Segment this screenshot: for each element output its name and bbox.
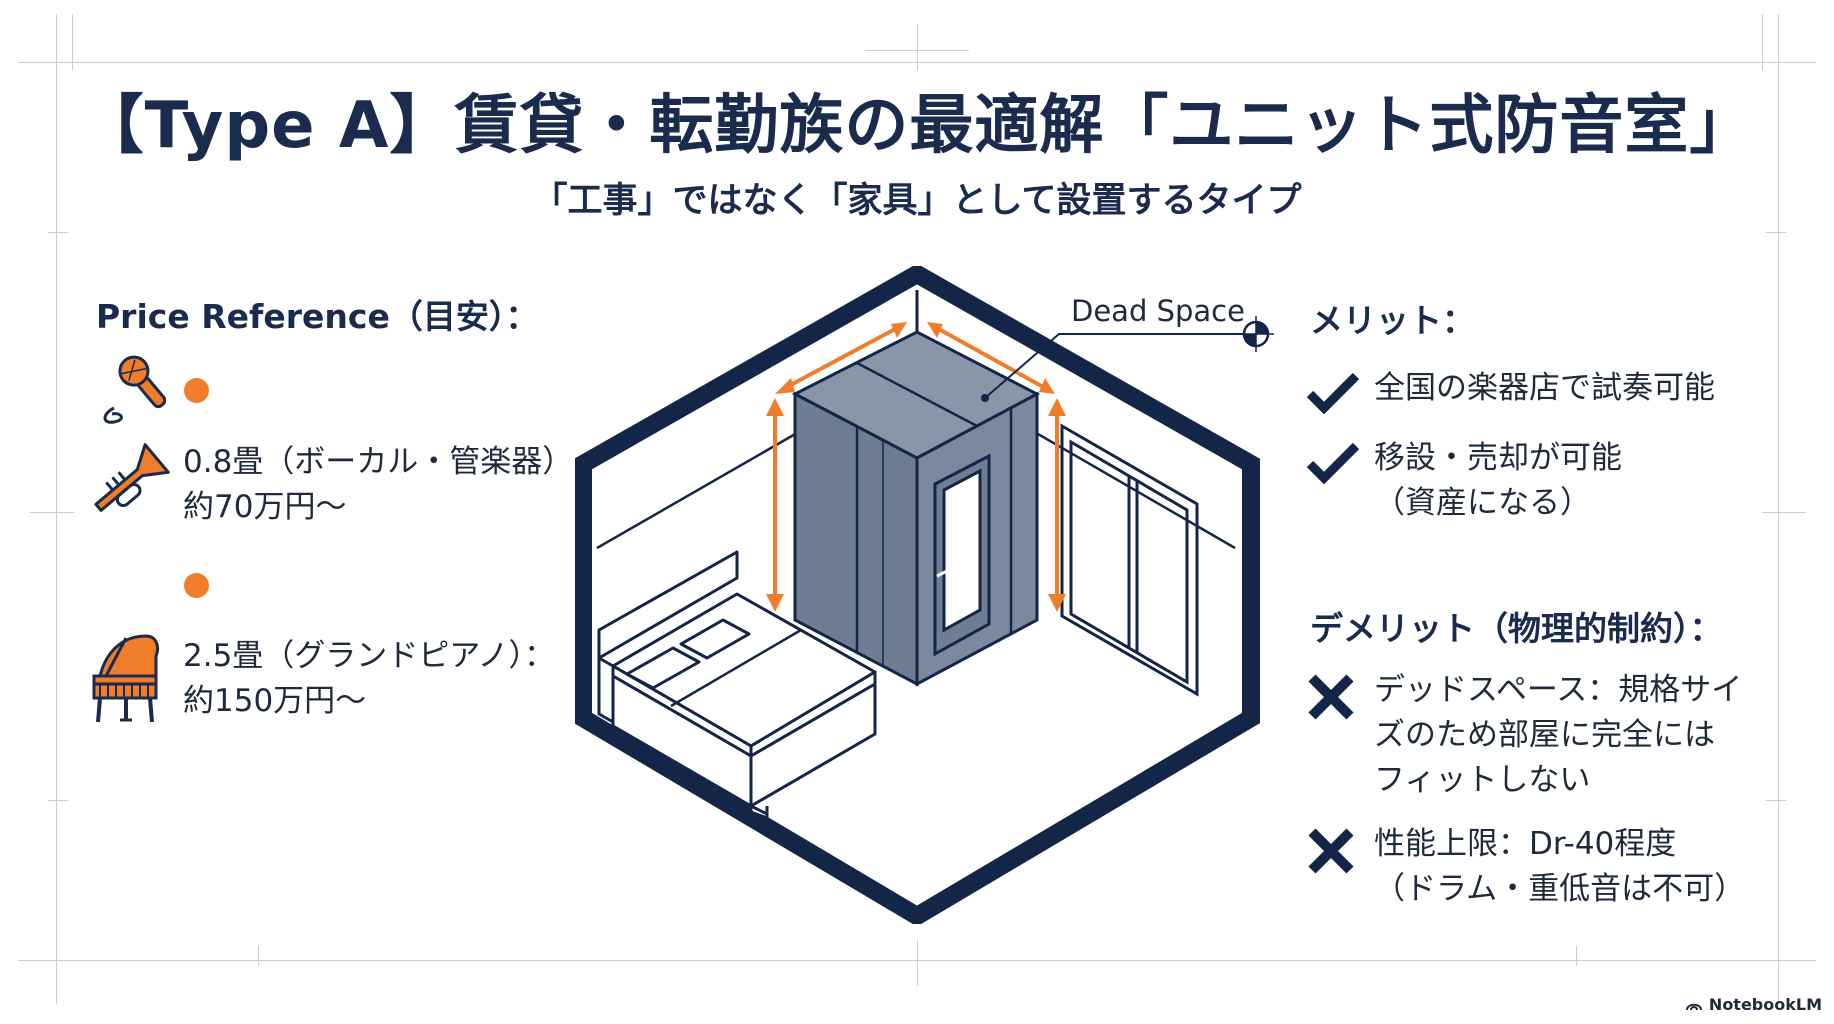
check-icon xyxy=(1306,440,1360,488)
crop-mark-right-q3 xyxy=(1766,800,1786,801)
grand-piano-icon xyxy=(86,632,172,732)
dead-space-leader-line xyxy=(984,333,1257,399)
crop-mark-left-q1 xyxy=(48,232,68,233)
crop-mark-top-center xyxy=(917,24,918,70)
crop-mark-bottom-q3 xyxy=(1576,946,1577,966)
price-bullet-1 xyxy=(184,378,209,403)
crop-mark-left-q3 xyxy=(48,800,68,801)
notebooklm-label: NotebookLM xyxy=(1708,995,1822,1014)
price-item-1-price: 約70万円～ xyxy=(183,489,347,525)
crosshair-target-icon xyxy=(1238,316,1274,356)
merit-item-2-line-1: 移設・売却が可能 xyxy=(1374,440,1622,476)
demerit-item-1-line-2: ズのため部屋に完全には xyxy=(1374,717,1715,753)
crop-mark-top-center-h xyxy=(865,50,969,51)
booth-door-window xyxy=(942,468,982,633)
cross-icon xyxy=(1306,826,1356,880)
crop-mark-bottom-q1 xyxy=(258,946,259,966)
price-reference-section: Price Reference（目安）： xyxy=(96,290,596,338)
merit-item-2-line-2: （資産になる） xyxy=(1374,485,1591,521)
microphone-icon xyxy=(96,350,167,430)
notebooklm-logo-icon xyxy=(1685,995,1709,1014)
crop-mark-top-left-v xyxy=(72,14,73,70)
price-item-1-size: 0.8畳（ボーカル・管楽器） xyxy=(183,444,574,480)
soundproof-booth xyxy=(791,330,1041,687)
room-window xyxy=(1060,423,1199,697)
price-item-2-size: 2.5畳（グランドピアノ）： xyxy=(183,638,556,674)
price-reference-heading: Price Reference（目安）： xyxy=(96,297,539,336)
crop-mark-left-mid xyxy=(30,512,74,513)
merits-heading: メリット： xyxy=(1310,301,1475,340)
merit-item-1-line-1: 全国の楽器店で試奏可能 xyxy=(1374,370,1715,406)
price-bullet-2 xyxy=(184,573,209,598)
crop-mark-bottom-center xyxy=(917,940,918,986)
crop-mark-right-mid xyxy=(1762,512,1806,513)
price-item-2-price: 約150万円～ xyxy=(183,683,367,719)
demerits-heading: デメリット（物理的制約）： xyxy=(1310,609,1723,648)
trumpet-icon xyxy=(86,440,172,530)
crop-line-right xyxy=(1778,14,1779,1004)
demerit-item-2-line-1: 性能上限：Dr-40程度 xyxy=(1374,826,1677,862)
crop-mark-top-right-v xyxy=(1762,14,1763,70)
crop-line-left xyxy=(56,14,57,1004)
crop-mark-right-q1 xyxy=(1766,232,1786,233)
page-subtitle: 「工事」ではなく「家具」として設置するタイプ xyxy=(532,181,1302,221)
cross-icon xyxy=(1306,672,1356,726)
check-icon xyxy=(1306,370,1360,418)
demerit-item-2-line-2: （ドラム・重低音は不可） xyxy=(1374,871,1746,907)
page-title: 【Type A】賃貸・転勤族の最適解「ユニット式防音室」 xyxy=(79,89,1755,163)
price-item-2: 2.5畳（グランドピアノ）： 約150万円～ xyxy=(183,634,555,724)
demerit-item-1-line-1: デッドスペース：規格サイ xyxy=(1374,672,1743,708)
price-item-1: 0.8畳（ボーカル・管楽器） 約70万円～ xyxy=(183,440,573,530)
demerit-item-1-line-3: フィットしない xyxy=(1374,762,1591,798)
unit-soundproof-room-diagram xyxy=(574,263,1265,927)
dimension-arrows xyxy=(766,322,1066,612)
notebooklm-watermark: NotebookLM xyxy=(1685,995,1822,1014)
bed xyxy=(597,550,877,826)
dead-space-label: Dead Space xyxy=(1071,294,1245,328)
